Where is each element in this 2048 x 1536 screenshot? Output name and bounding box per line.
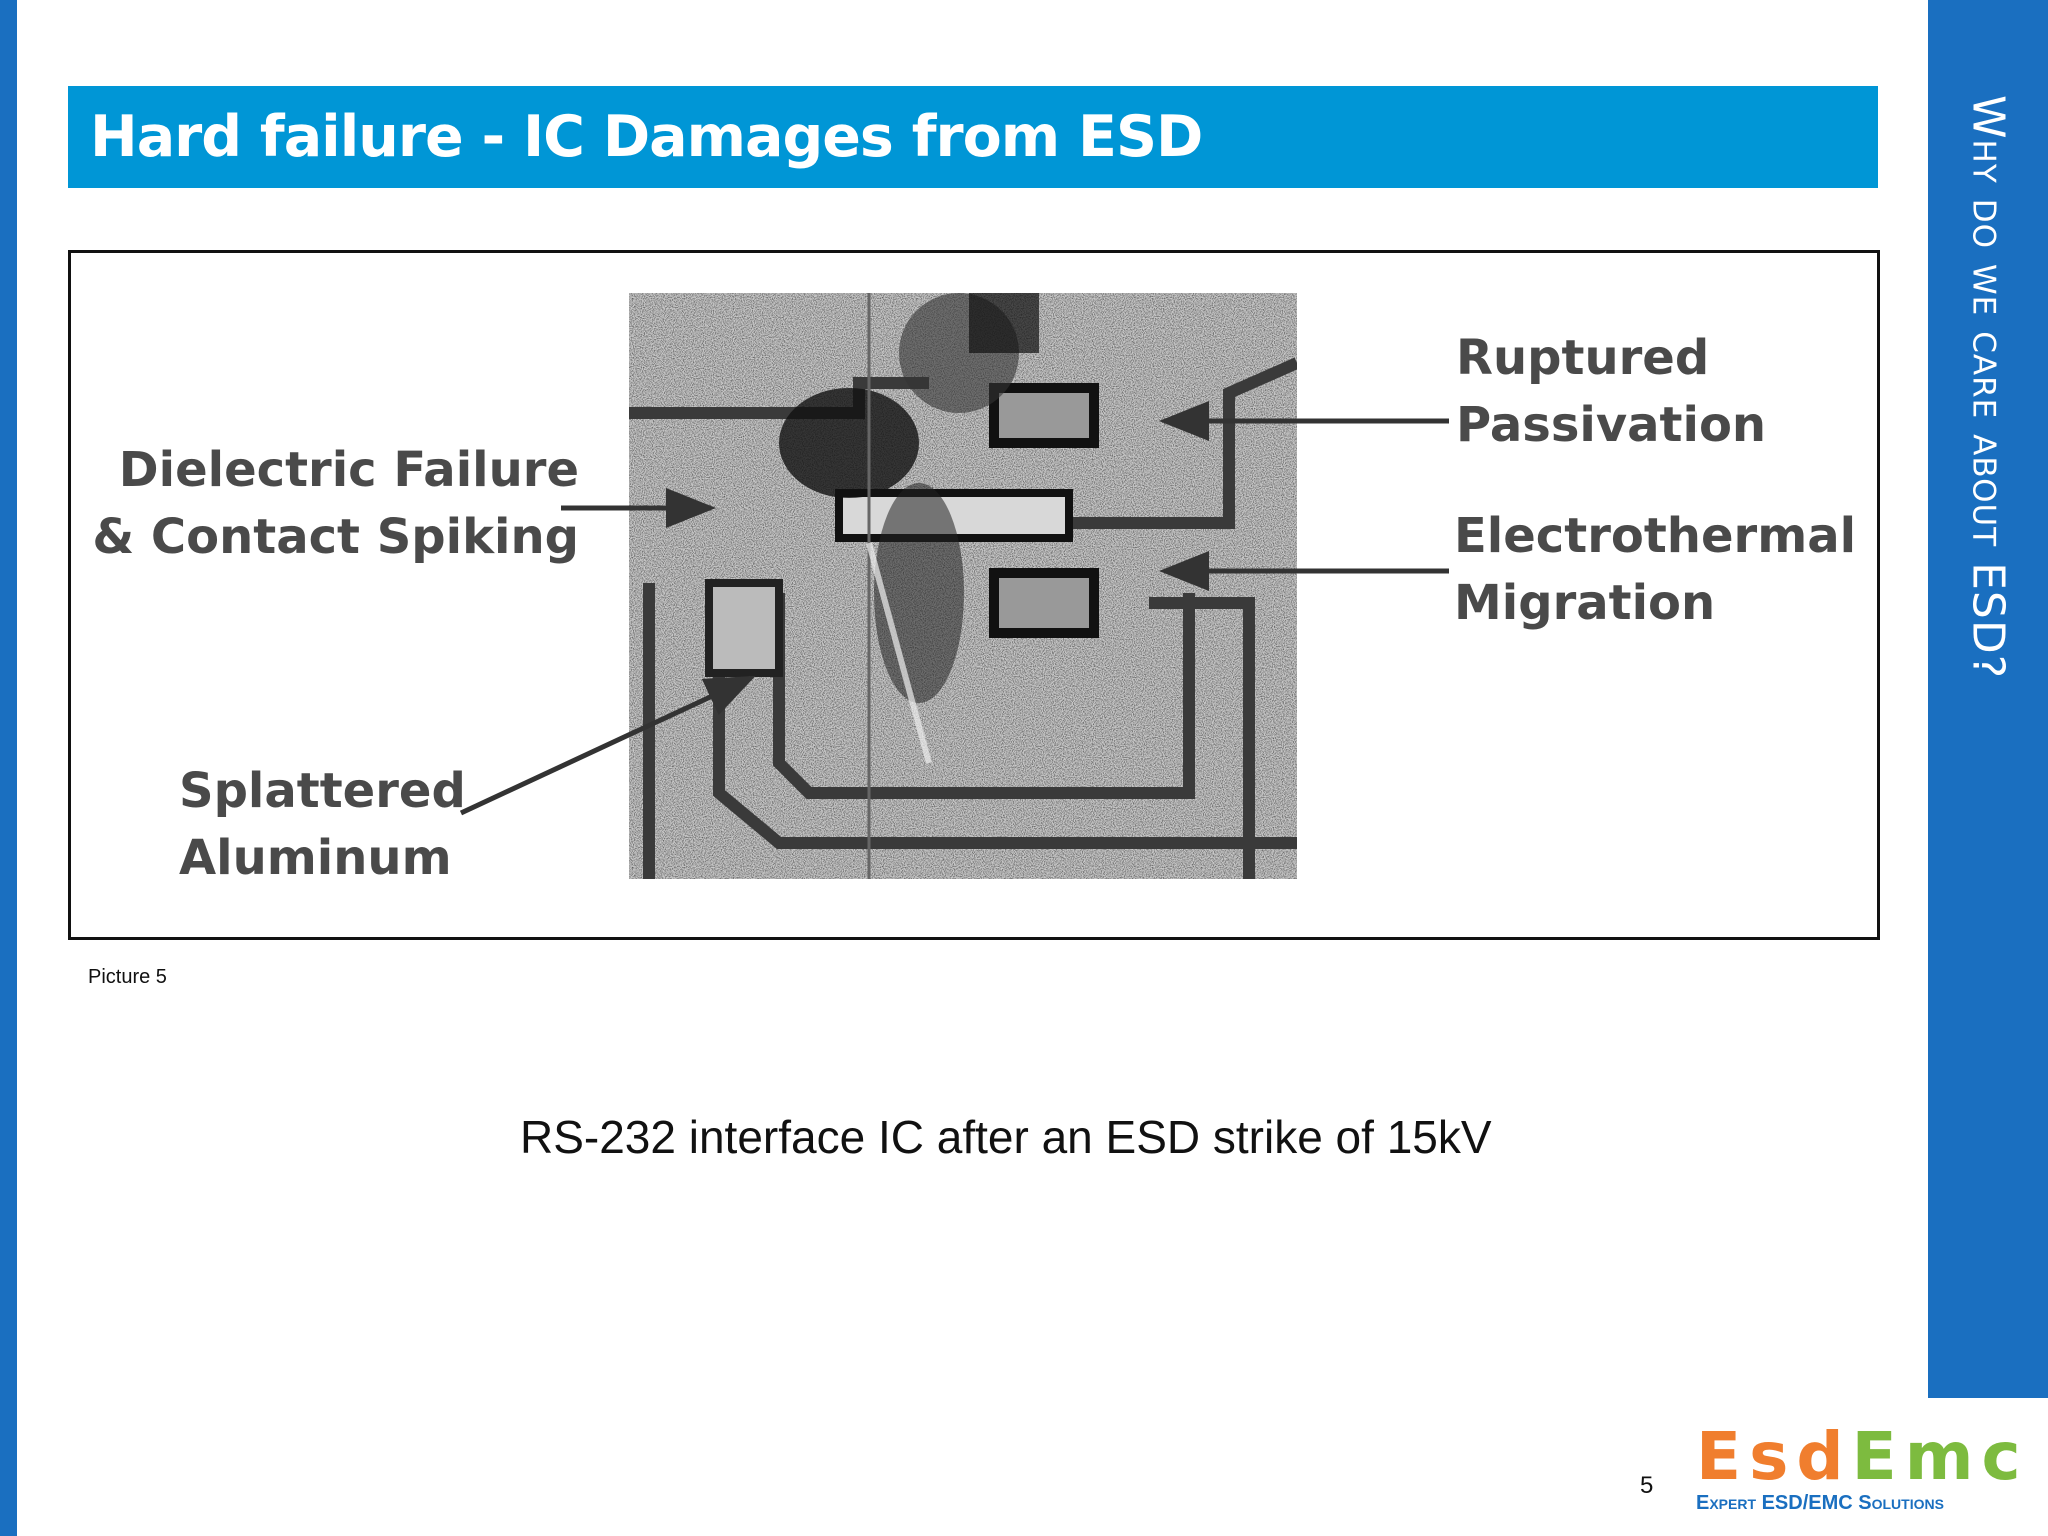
page-number: 5: [1640, 1472, 1654, 1499]
label-electro-line1: Electrothermal: [1454, 508, 1857, 564]
label-splatter-line2: Aluminum: [179, 830, 452, 887]
label-ruptured-passivation: Ruptured Passivation: [1456, 325, 1766, 459]
label-ruptured-line2: Passivation: [1456, 397, 1767, 454]
label-electrothermal-migration: Electrothermal Migration: [1454, 503, 1856, 637]
slide-title: Hard failure - IC Damages from ESD: [90, 104, 1203, 170]
title-bar: Hard failure - IC Damages from ESD: [68, 86, 1878, 188]
figure-frame: Dielectric Failure & Contact Spiking Rup…: [68, 250, 1880, 940]
side-section-title: Why do we care about ESD?: [1962, 95, 2014, 680]
label-dielectric-line2: & Contact Spiking: [92, 509, 579, 566]
label-splatter-line1: Splattered: [179, 763, 466, 819]
picture-caption: Picture 5: [88, 966, 167, 988]
label-electro-line2: Migration: [1454, 575, 1716, 632]
slide-subtitle: RS-232 interface IC after an ESD strike …: [520, 1111, 1492, 1163]
esdemc-logo: EsdEmc Expert ESD/EMC Solutions: [1696, 1418, 2036, 1518]
label-dielectric-line1: Dielectric Failure: [118, 442, 579, 498]
label-dielectric-failure: Dielectric Failure & Contact Spiking: [89, 437, 579, 571]
label-ruptured-line1: Ruptured: [1456, 330, 1710, 386]
label-splattered-aluminum: Splattered Aluminum: [179, 758, 466, 892]
left-accent-bar: [0, 0, 17, 1536]
logo-tagline: Expert ESD/EMC Solutions: [1696, 1492, 1944, 1514]
right-side-panel: [1928, 0, 2048, 1398]
logo-wordmark: EsdEmc: [1696, 1418, 2029, 1495]
logo-part-esd: Esd: [1696, 1418, 1852, 1495]
ic-micrograph-image: [629, 293, 1297, 879]
logo-part-emc: Emc: [1851, 1418, 2029, 1495]
